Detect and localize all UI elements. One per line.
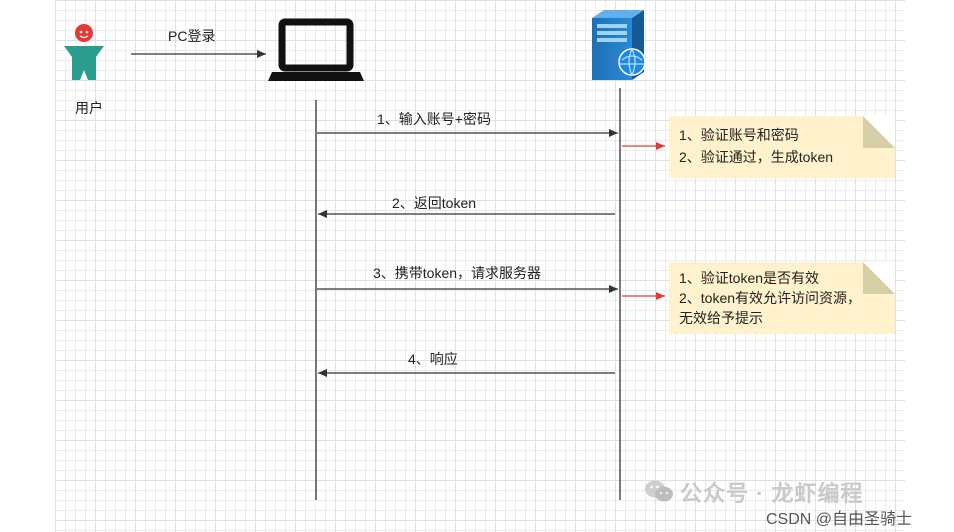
message-label-1: 1、输入账号+密码 — [377, 111, 491, 127]
note-line: 2、token有效允许访问资源， — [679, 290, 862, 306]
note-line: 无效给予提示 — [679, 310, 763, 326]
message-label-2: 2、返回token — [392, 195, 477, 211]
laptop-icon — [268, 18, 364, 81]
user-label: 用户 — [75, 100, 103, 116]
watermark: 公众号 · 龙虾编程 — [680, 476, 864, 508]
wechat-icon — [645, 480, 673, 502]
note-fold — [863, 116, 895, 148]
note-line: 1、验证token是否有效 — [679, 270, 820, 286]
note-validate-token: 1、验证token是否有效 2、token有效允许访问资源， 无效给予提示 — [669, 262, 895, 334]
message-label-4: 4、响应 — [408, 351, 458, 367]
user-icon — [64, 24, 104, 80]
server-icon — [592, 10, 646, 80]
note-fold — [863, 262, 895, 294]
watermark-text: 公众号 · 龙虾编程 — [680, 481, 864, 506]
note-line: 2、验证通过，生成token — [679, 149, 834, 165]
note-validate-login: 1、验证账号和密码 2、验证通过，生成token — [669, 116, 895, 178]
message-label-3: 3、携带token，请求服务器 — [373, 265, 542, 281]
credit-text: CSDN @自由圣骑士 — [766, 511, 913, 528]
note-line: 1、验证账号和密码 — [679, 127, 799, 143]
login-label: PC登录 — [168, 28, 216, 44]
